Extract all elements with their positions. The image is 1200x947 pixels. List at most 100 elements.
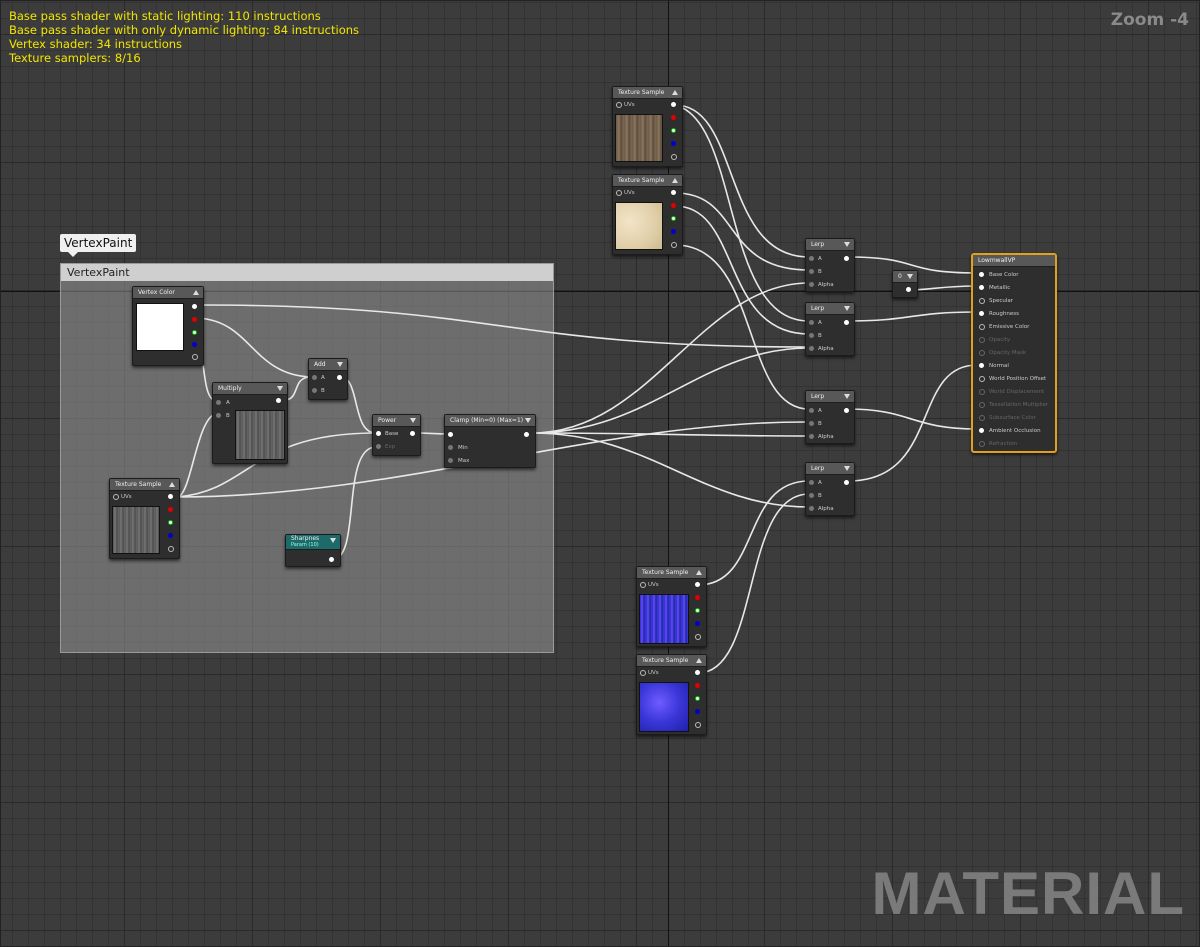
node-multiply[interactable]: Multiply A B [212, 382, 288, 464]
node-texture-sample-wood[interactable]: Texture Sample UVs [612, 86, 683, 167]
input-pin-icon[interactable] [809, 333, 814, 338]
input-pin-icon[interactable] [979, 363, 984, 368]
output-pin-icon[interactable] [844, 256, 849, 261]
material-input-row[interactable]: Metallic [973, 282, 1055, 295]
output-pin-icon[interactable] [524, 432, 529, 437]
material-input-row[interactable]: Opacity Mask [973, 347, 1055, 360]
input-pin-icon[interactable] [979, 337, 985, 343]
input-pin-uvs-icon[interactable] [640, 670, 646, 676]
input-pin-icon[interactable] [376, 444, 381, 449]
input-pin-icon[interactable] [809, 256, 814, 261]
input-pin-icon[interactable] [216, 413, 221, 418]
output-pin-blue-icon[interactable] [671, 141, 676, 146]
output-pin-alpha-icon[interactable] [168, 546, 174, 552]
material-input-row[interactable]: Roughness [973, 308, 1055, 321]
input-pin-icon[interactable] [979, 428, 984, 433]
output-pin-alpha-icon[interactable] [192, 354, 198, 360]
node-texture-sample-normal-1[interactable]: Texture Sample UVs [636, 566, 707, 647]
node-texture-sample-cream[interactable]: Texture Sample UVs [612, 174, 683, 255]
input-pin-icon[interactable] [448, 458, 453, 463]
input-pin-icon[interactable] [809, 434, 814, 439]
input-pin-icon[interactable] [979, 298, 985, 304]
comment-bubble[interactable]: VertexPaint [60, 234, 137, 257]
input-pin-icon[interactable] [979, 441, 985, 447]
material-input-row[interactable]: Subsurface Color [973, 412, 1055, 425]
input-pin-icon[interactable] [979, 376, 985, 382]
input-pin-icon[interactable] [809, 346, 814, 351]
output-pin-icon[interactable] [844, 408, 849, 413]
output-pin-blue-icon[interactable] [192, 342, 197, 347]
output-pin-blue-icon[interactable] [695, 621, 700, 626]
collapse-arrow-icon[interactable] [410, 418, 416, 423]
output-pin-icon[interactable] [337, 375, 342, 380]
input-pin-icon[interactable] [809, 408, 814, 413]
output-pin-green-icon[interactable] [671, 216, 676, 221]
output-pin-icon[interactable] [410, 431, 415, 436]
output-pin-green-icon[interactable] [192, 330, 197, 335]
output-pin-green-icon[interactable] [168, 520, 173, 525]
input-pin-icon[interactable] [979, 402, 985, 408]
node-clamp[interactable]: Clamp (Min=0) (Max=1) Min Max [444, 414, 536, 468]
input-pin-icon[interactable] [376, 431, 381, 436]
output-pin-icon[interactable] [906, 287, 911, 292]
collapse-arrow-icon[interactable] [672, 90, 678, 95]
output-pin-white-icon[interactable] [671, 102, 676, 107]
output-pin-white-icon[interactable] [695, 670, 700, 675]
output-pin-red-icon[interactable] [671, 115, 676, 120]
node-material-result[interactable]: LowmwallVP Base Color Metallic Specular … [971, 253, 1057, 453]
material-input-row[interactable]: Emissive Color [973, 321, 1055, 334]
node-lerp-4[interactable]: Lerp A B Alpha [805, 462, 855, 516]
output-pin-green-icon[interactable] [695, 696, 700, 701]
output-pin-alpha-icon[interactable] [695, 634, 701, 640]
material-input-row[interactable]: Ambient Occlusion [973, 425, 1055, 438]
output-pin-white-icon[interactable] [168, 494, 173, 499]
collapse-arrow-icon[interactable] [672, 178, 678, 183]
collapse-arrow-icon[interactable] [696, 570, 702, 575]
collapse-arrow-icon[interactable] [169, 482, 175, 487]
input-pin-icon[interactable] [809, 480, 814, 485]
input-pin-uvs-icon[interactable] [616, 190, 622, 196]
collapse-arrow-icon[interactable] [844, 242, 850, 247]
input-pin-icon[interactable] [979, 324, 985, 330]
node-sharpness-param[interactable]: Sharpnes Param (10) [285, 534, 341, 567]
output-pin-alpha-icon[interactable] [695, 722, 701, 728]
node-constant[interactable]: 0 [892, 270, 918, 298]
collapse-arrow-icon[interactable] [844, 306, 850, 311]
input-pin-icon[interactable] [809, 269, 814, 274]
input-pin-icon[interactable] [979, 415, 985, 421]
node-lerp-1[interactable]: Lerp A B Alpha [805, 238, 855, 292]
node-vertex-color[interactable]: Vertex Color [132, 286, 204, 366]
node-lerp-3[interactable]: Lerp A B Alpha [805, 390, 855, 444]
output-pin-red-icon[interactable] [695, 595, 700, 600]
output-pin-icon[interactable] [276, 398, 281, 403]
output-pin-alpha-icon[interactable] [671, 154, 677, 160]
input-pin-icon[interactable] [312, 375, 317, 380]
material-input-row[interactable]: World Displacement [973, 386, 1055, 399]
output-pin-red-icon[interactable] [168, 507, 173, 512]
input-pin-icon[interactable] [809, 421, 814, 426]
collapse-arrow-icon[interactable] [907, 274, 913, 279]
output-pin-blue-icon[interactable] [168, 533, 173, 538]
output-pin-white-icon[interactable] [192, 304, 197, 309]
input-pin-uvs-icon[interactable] [616, 102, 622, 108]
output-pin-white-icon[interactable] [695, 582, 700, 587]
input-pin-icon[interactable] [312, 388, 317, 393]
output-pin-red-icon[interactable] [695, 683, 700, 688]
output-pin-green-icon[interactable] [671, 128, 676, 133]
output-pin-white-icon[interactable] [671, 190, 676, 195]
output-pin-alpha-icon[interactable] [671, 242, 677, 248]
material-input-row[interactable]: Refraction [973, 438, 1055, 451]
material-input-row[interactable]: Opacity [973, 334, 1055, 347]
collapse-arrow-icon[interactable] [844, 466, 850, 471]
collapse-arrow-icon[interactable] [330, 538, 336, 543]
input-pin-icon[interactable] [448, 432, 453, 437]
input-pin-uvs-icon[interactable] [640, 582, 646, 588]
node-lerp-2[interactable]: Lerp A B Alpha [805, 302, 855, 356]
output-pin-green-icon[interactable] [695, 608, 700, 613]
collapse-arrow-icon[interactable] [696, 658, 702, 663]
output-pin-red-icon[interactable] [192, 317, 197, 322]
input-pin-icon[interactable] [979, 285, 984, 290]
input-pin-icon[interactable] [809, 320, 814, 325]
node-power[interactable]: Power Base Exp [372, 414, 421, 456]
